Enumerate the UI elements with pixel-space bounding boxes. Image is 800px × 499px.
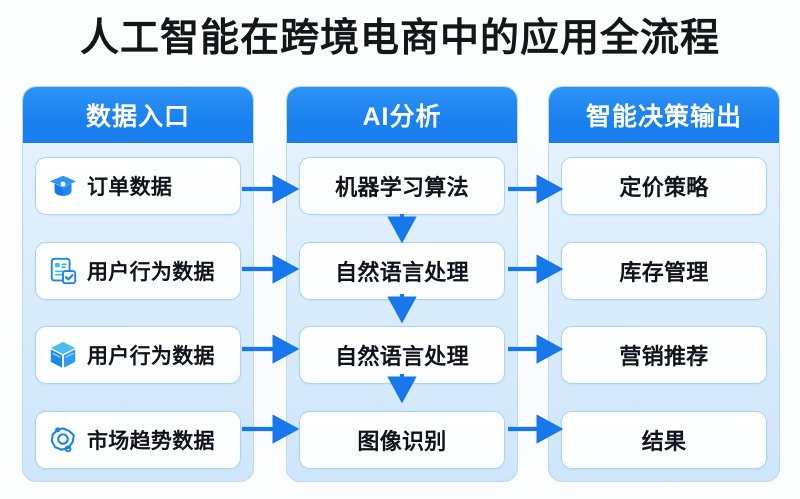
card-order-data[interactable]: 订单数据 (35, 157, 241, 215)
card-label: 自然语言处理 (335, 259, 469, 285)
document-check-icon (48, 256, 78, 286)
card-pricing-strategy[interactable]: 定价策略 (561, 157, 767, 215)
column-header-label: 数据入口 (85, 103, 190, 131)
card-label: 定价策略 (619, 175, 709, 200)
column-panel-data-entry: 数据入口 订单数据 (22, 86, 254, 482)
card-inventory-management[interactable]: 库存管理 (561, 241, 767, 300)
page-title: 人工智能在跨境电商中的应用全流程 (79, 17, 720, 60)
column-panel-decision-output: 智能决策输出 定价策略 库存管理 营销推荐 结果 (548, 86, 780, 482)
card-label: 订单数据 (87, 176, 173, 199)
card-label: 自然语言处理 (335, 344, 469, 370)
card-label: 用户行为数据 (87, 345, 215, 369)
column-panel-ai-analysis: AI分析 机器学习算法 自然语言处理 自然语言处理 图像识别 (286, 86, 518, 482)
cube-box-icon (48, 340, 78, 370)
column-body-data-entry: 订单数据 用户行为数据 (23, 143, 253, 481)
card-label: 用户行为数据 (87, 260, 215, 284)
column-header-label: 智能决策输出 (585, 103, 742, 131)
card-market-trend-data[interactable]: 市场趋势数据 (35, 410, 241, 469)
column-header-ai-analysis: AI分析 (287, 87, 517, 143)
column-header-decision-output: 智能决策输出 (549, 87, 779, 143)
card-label: 机器学习算法 (335, 175, 469, 200)
card-user-behavior-data-2[interactable]: 用户行为数据 (35, 326, 241, 385)
card-user-behavior-data-1[interactable]: 用户行为数据 (35, 241, 241, 300)
card-label: 营销推荐 (619, 344, 709, 370)
column-header-data-entry: 数据入口 (23, 87, 253, 143)
graduation-cap-icon (48, 171, 78, 201)
card-image-recognition[interactable]: 图像识别 (299, 410, 505, 469)
column-body-decision-output: 定价策略 库存管理 营销推荐 结果 (549, 143, 779, 481)
card-marketing-recommendation[interactable]: 营销推荐 (561, 326, 767, 385)
card-result[interactable]: 结果 (561, 410, 767, 469)
card-nlp-1[interactable]: 自然语言处理 (299, 241, 505, 300)
card-label: 市场趋势数据 (87, 429, 215, 453)
card-label: 结果 (641, 428, 687, 454)
column-body-ai-analysis: 机器学习算法 自然语言处理 自然语言处理 图像识别 (287, 143, 517, 481)
column-header-label: AI分析 (362, 103, 442, 131)
card-machine-learning[interactable]: 机器学习算法 (299, 157, 505, 215)
card-nlp-2[interactable]: 自然语言处理 (299, 326, 505, 385)
gear-node-icon (48, 425, 78, 455)
card-label: 库存管理 (619, 259, 709, 285)
card-label: 图像识别 (357, 428, 447, 454)
